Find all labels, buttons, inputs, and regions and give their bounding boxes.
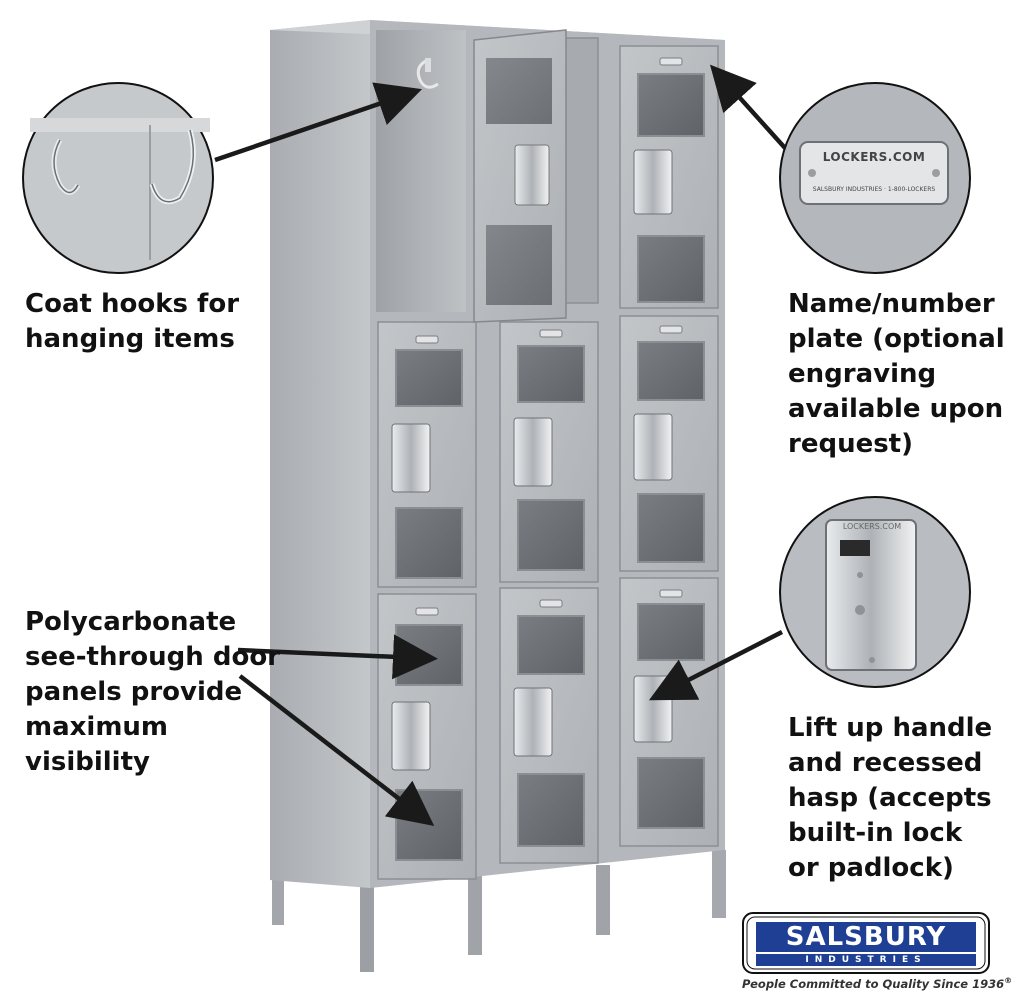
arrow-door-panel-2 — [238, 674, 435, 827]
coat-hooks-caption: Coat hooks for hanging items — [25, 287, 239, 357]
caption-line: Polycarbonate — [25, 607, 237, 637]
locker-bank — [270, 20, 726, 972]
brand-logo — [742, 912, 990, 974]
handle-zoom — [779, 496, 971, 688]
door-handles — [391, 149, 673, 771]
caption-line: Coat hooks for — [25, 289, 240, 319]
name-plate-zoom — [779, 82, 971, 274]
brand-tagline: People Committed to Quality Since 1936® — [742, 976, 1012, 991]
caption-line: available upon — [788, 394, 1004, 424]
number-plates — [415, 57, 683, 616]
caption-line: engraving — [788, 359, 937, 389]
caption-line: panels provide — [25, 677, 243, 707]
handle-plate-label: LOCKERS.COM — [842, 522, 902, 531]
tagline-text: People Committed to Quality Since 1936 — [742, 976, 1005, 991]
brand-name: SALSBURY — [785, 922, 947, 952]
registered-mark: ® — [1004, 976, 1012, 985]
name-plate-label: LOCKERS.COM — [822, 150, 926, 164]
handle-caption: Lift up handle and recessed hasp (accept… — [788, 711, 992, 886]
caption-line: visibility — [25, 747, 150, 777]
door-panels-caption: Polycarbonate see-through door panels pr… — [25, 605, 280, 780]
caption-line: hanging items — [25, 324, 235, 354]
arrow-name-plate — [709, 64, 787, 150]
name-plate-sublabel: SALSBURY INDUSTRIES · 1-800-LOCKERS — [812, 186, 936, 193]
caption-line: Name/number — [788, 289, 995, 319]
caption-line: maximum — [25, 712, 169, 742]
arrow-door-panel-1 — [237, 634, 438, 680]
name-plate-caption: Name/number plate (optional engraving av… — [788, 287, 1005, 462]
arrow-coat-hooks — [214, 82, 423, 163]
caption-line: hasp (accepts — [788, 783, 992, 813]
caption-line: or padlock) — [788, 853, 954, 883]
caption-line: request) — [788, 429, 913, 459]
caption-line: plate (optional — [788, 324, 1005, 354]
arrow-handle — [648, 629, 784, 701]
caption-line: and recessed — [788, 748, 983, 778]
brand-subname: INDUSTRIES — [805, 955, 927, 965]
callout-arrows — [214, 64, 787, 827]
caption-line: see-through door — [25, 642, 280, 672]
caption-line: built-in lock — [788, 818, 963, 848]
open-compartment — [376, 30, 466, 312]
caption-line: Lift up handle — [788, 713, 993, 743]
coat-hooks-zoom — [22, 82, 214, 274]
